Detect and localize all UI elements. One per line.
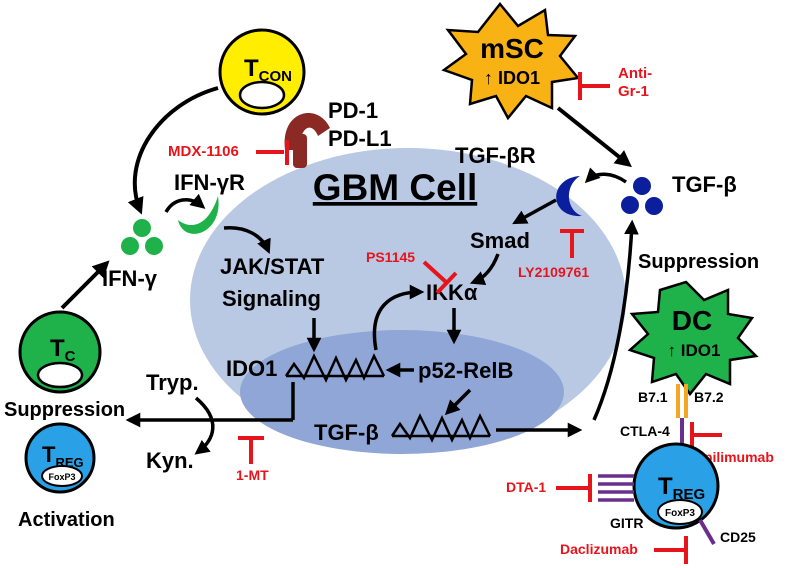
ikka-label: IKKα (426, 280, 478, 305)
drug-1mt: 1-MT (236, 467, 269, 483)
arrow-ifng-to-receptor (164, 193, 206, 213)
treg-left-cell: TREG FoxP3 (24, 422, 96, 494)
arrow-tgfbr-to-smad (512, 198, 557, 225)
arrow-smad-to-ikka (469, 253, 500, 285)
arrow-ido1gene-to-ikka (372, 284, 425, 351)
ps1145-inhibitor-line (422, 260, 448, 284)
svg-text:TC: TC (50, 335, 76, 365)
tgfbr-receptor (556, 176, 582, 217)
kyn-label: Kyn. (146, 448, 194, 473)
svg-text:TREG: TREG (42, 442, 84, 470)
cd25-receptor (698, 518, 716, 546)
msc-label: mSC (480, 33, 544, 64)
tc-sub-label: C (65, 348, 76, 365)
ifngr-label: IFN-γR (174, 170, 245, 195)
drug-daclizumab: Daclizumab (560, 541, 638, 557)
p52relb-label: p52-RelB (418, 358, 513, 383)
ifng-label: IFN-γ (102, 266, 158, 291)
drug-ps1145: PS1145 (366, 249, 415, 265)
arrow-tc-to-ifng (60, 260, 110, 310)
treg-right-foxp3: FoxP3 (665, 508, 695, 519)
jakstat-label-2: Signaling (222, 286, 321, 311)
smad-label: Smad (470, 228, 530, 253)
drug-mdx1106: MDX-1106 (168, 143, 239, 160)
drug-ipilimumab: Ipilimumab (700, 449, 774, 465)
treg-left-label: T (42, 442, 56, 467)
gitr-label: GITR (610, 515, 643, 531)
ifngr-receptor (178, 196, 219, 234)
drug-ly2109761: LY2109761 (518, 264, 589, 280)
tgfb-ligand (621, 177, 663, 215)
arrow-p52relb-to-tgfb (444, 388, 472, 416)
arrow-tgfb-to-receptor (584, 167, 628, 184)
arrow-msc-to-tgfb (556, 106, 632, 168)
dc-ido1-label: ↑ IDO1 (668, 341, 721, 360)
ifng-ligand (121, 219, 163, 255)
pdl1-label: PD-L1 (328, 126, 392, 151)
cd25-label: CD25 (720, 529, 756, 545)
tcon-label: T (244, 55, 259, 82)
b71-label: B7.1 (638, 389, 668, 405)
treg-left-sub-label: REG (55, 455, 83, 470)
ps1145-inhibitor-bar (435, 271, 458, 295)
drug-antigr1-line2: Gr-1 (618, 83, 649, 100)
ido1-gene-dna (284, 353, 386, 383)
pd1-label: PD-1 (328, 98, 378, 123)
tgfb-top-label: TGF-β (672, 172, 737, 197)
pd1-receptor (284, 112, 330, 150)
msc-cell: mSC ↑ IDO1 (441, 2, 581, 121)
dc-cell: DC ↑ IDO1 (627, 280, 759, 397)
svg-text:TCON: TCON (244, 55, 292, 85)
tgfbr-label: TGF-βR (455, 143, 536, 168)
treg-right-cell: TREG FoxP3 (632, 442, 720, 530)
tgfb-nucleus-label: TGF-β (314, 420, 379, 445)
drug-dta1: DTA-1 (506, 479, 546, 495)
jakstat-label-1: JAK/STAT (220, 254, 325, 279)
tcon-cell: TCON (218, 28, 306, 116)
arrow-to-tgfb-suppression (592, 219, 639, 421)
tcon-sub-label: CON (259, 68, 292, 85)
suppression-left-label: Suppression (4, 399, 125, 421)
gitr-receptor (598, 474, 634, 502)
msc-ido1-label: ↑ IDO1 (484, 68, 540, 88)
treg-left-foxp3: FoxP3 (48, 472, 75, 482)
treg-right-label: T (658, 473, 673, 500)
arrow-ifngr-to-jakstat (223, 226, 271, 255)
dc-label: DC (672, 305, 712, 336)
tryp-label: Tryp. (146, 370, 199, 395)
ctla4-label: CTLA-4 (620, 423, 670, 439)
activation-label: Activation (18, 509, 115, 531)
pdl1-ligand (293, 134, 307, 168)
gbm-cell-title: GBM Cell (313, 167, 477, 208)
tgfb-gene-dna (390, 413, 492, 443)
svg-text:TREG: TREG (658, 473, 705, 503)
tc-label: T (50, 335, 65, 362)
tc-cell: TC (18, 310, 102, 394)
drug-antigr1-line1: Anti- (618, 65, 652, 82)
arrow-tcon-to-ifng (127, 86, 219, 215)
b72-label: B7.2 (694, 389, 724, 405)
suppression-right-label: Suppression (638, 251, 759, 273)
treg-right-sub-label: REG (673, 486, 706, 503)
ido1-label: IDO1 (226, 356, 277, 381)
arrow-tryp-to-kyn (194, 396, 215, 455)
